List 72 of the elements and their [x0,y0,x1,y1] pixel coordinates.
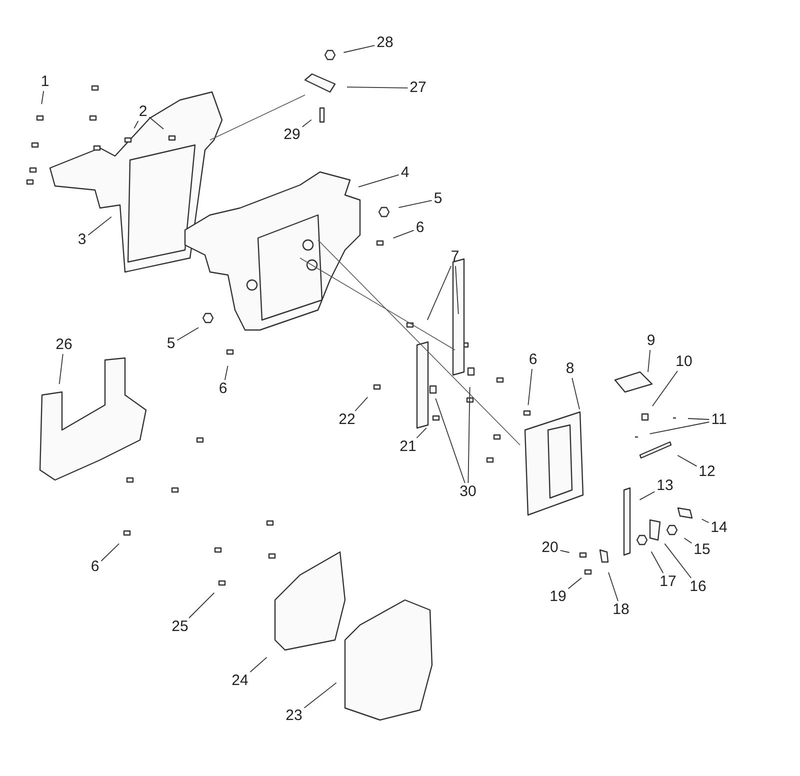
callout-number: 12 [698,464,716,480]
callout-number: 2 [138,104,148,120]
leader-line [346,86,408,88]
callout-number: 15 [694,542,710,558]
callout-number: 6 [90,559,100,575]
leader-line [354,396,368,412]
leader-line [100,543,120,562]
leader-line [560,550,570,553]
leader-line [649,422,710,434]
leader-line [608,572,618,602]
leader-line [648,350,651,372]
leader-line [41,90,44,105]
leader-line [358,174,400,188]
leader-line [572,378,580,410]
callout-number: 1 [40,74,50,90]
leader-line [176,327,199,341]
callout-number: 5 [434,191,442,207]
callout-number: 19 [550,589,566,605]
callout-number: 22 [338,412,356,428]
leader-line [148,116,164,130]
callout-number: 18 [612,602,630,618]
leader-line [650,551,664,574]
leader-line [416,427,427,438]
leader-line [398,200,432,208]
leader-line [134,120,139,129]
callout-number: 25 [172,619,188,635]
callout-number: 27 [410,80,426,96]
callout-number: 17 [660,574,676,590]
leader-line [58,354,64,385]
leader-line [88,216,112,236]
callout-number: 13 [656,478,674,494]
leader-line [688,418,710,420]
callout-number: 4 [400,165,410,181]
callout-number: 14 [710,520,728,536]
leader-line [224,365,228,380]
callout-number: 30 [460,484,476,500]
callout-number: 24 [232,673,248,689]
callout-number: 6 [218,381,228,397]
callout-number: 6 [528,352,538,368]
leader-line [250,656,268,672]
callout-number: 5 [166,336,176,352]
leader-line [455,266,459,314]
leader-line [652,370,678,407]
leader-line [701,518,710,524]
leader-line [302,119,312,128]
callout-number: 6 [416,220,424,236]
callout-number: 29 [284,127,300,143]
callout-number: 8 [566,361,574,377]
leader-line [568,577,582,590]
leader-line [468,386,470,484]
leader-line [677,454,698,467]
leader-line [343,44,376,53]
callout-number: 20 [542,540,558,556]
callout-number: 23 [286,708,302,724]
leader-line [392,230,414,239]
leader-line [684,538,692,544]
callout-number: 28 [376,35,394,51]
callout-number: 3 [78,232,86,248]
callout-number: 21 [400,439,416,455]
callout-number: 10 [676,354,692,370]
callout-number: 26 [56,337,72,353]
leader-line [435,398,466,484]
leader-line [188,592,215,618]
callout-number: 16 [690,579,706,595]
callout-number: 11 [711,412,727,428]
callout-number: 9 [646,333,656,349]
leader-line [664,543,692,578]
leader-line [528,368,532,406]
callout-number: 7 [450,249,460,265]
leader-line [426,266,452,320]
leader-line [304,682,337,708]
leader-line [639,491,656,500]
